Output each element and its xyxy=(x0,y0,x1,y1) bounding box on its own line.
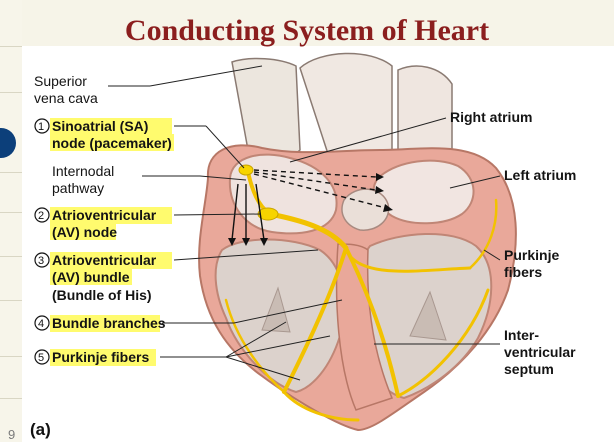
label-interventricular-septum: Inter- xyxy=(504,327,539,343)
step-number: 5 xyxy=(38,352,44,364)
step-number: 4 xyxy=(38,318,44,330)
figure-label: (a) xyxy=(30,420,51,440)
label-av-bundle: (AV) bundle xyxy=(52,269,130,285)
label-purkinje-fibers-left: Purkinje fibers xyxy=(52,349,149,365)
label-purkinje-fibers-right: Purkinje xyxy=(504,247,559,263)
label-right-atrium: Right atrium xyxy=(450,109,532,125)
label-internodal-pathway: Internodal xyxy=(52,163,114,179)
step-number: 3 xyxy=(38,255,44,267)
step-number: 2 xyxy=(38,210,44,222)
label-interventricular-septum: ventricular xyxy=(504,344,576,360)
label-superior-vena-cava: vena cava xyxy=(34,90,98,106)
step-number: 1 xyxy=(38,121,44,133)
label-av-node: Atrioventricular xyxy=(52,207,157,223)
label-bundle-branches: Bundle branches xyxy=(52,315,166,331)
pulmonary-trunk-shape xyxy=(398,66,452,150)
label-left-atrium: Left atrium xyxy=(504,167,576,183)
aorta-shape xyxy=(300,53,392,160)
label-av-bundle: (Bundle of His) xyxy=(52,287,152,303)
slide-title: Conducting System of Heart xyxy=(0,14,614,48)
label-sa-node: node (pacemaker) xyxy=(52,135,172,151)
label-sa-node: Sinoatrial (SA) xyxy=(52,118,148,134)
label-purkinje-fibers-right: fibers xyxy=(504,264,542,280)
label-av-bundle: Atrioventricular xyxy=(52,252,157,268)
label-internodal-pathway: pathway xyxy=(52,180,104,196)
label-superior-vena-cava: Superior xyxy=(34,73,87,89)
superior-vena-cava-shape xyxy=(232,59,300,159)
aortic-valve-shape xyxy=(342,189,389,230)
label-interventricular-septum: septum xyxy=(504,361,554,377)
slide-number: 9 xyxy=(8,427,15,442)
label-av-node: (AV) node xyxy=(52,224,117,240)
sa-node-shape xyxy=(239,165,253,175)
